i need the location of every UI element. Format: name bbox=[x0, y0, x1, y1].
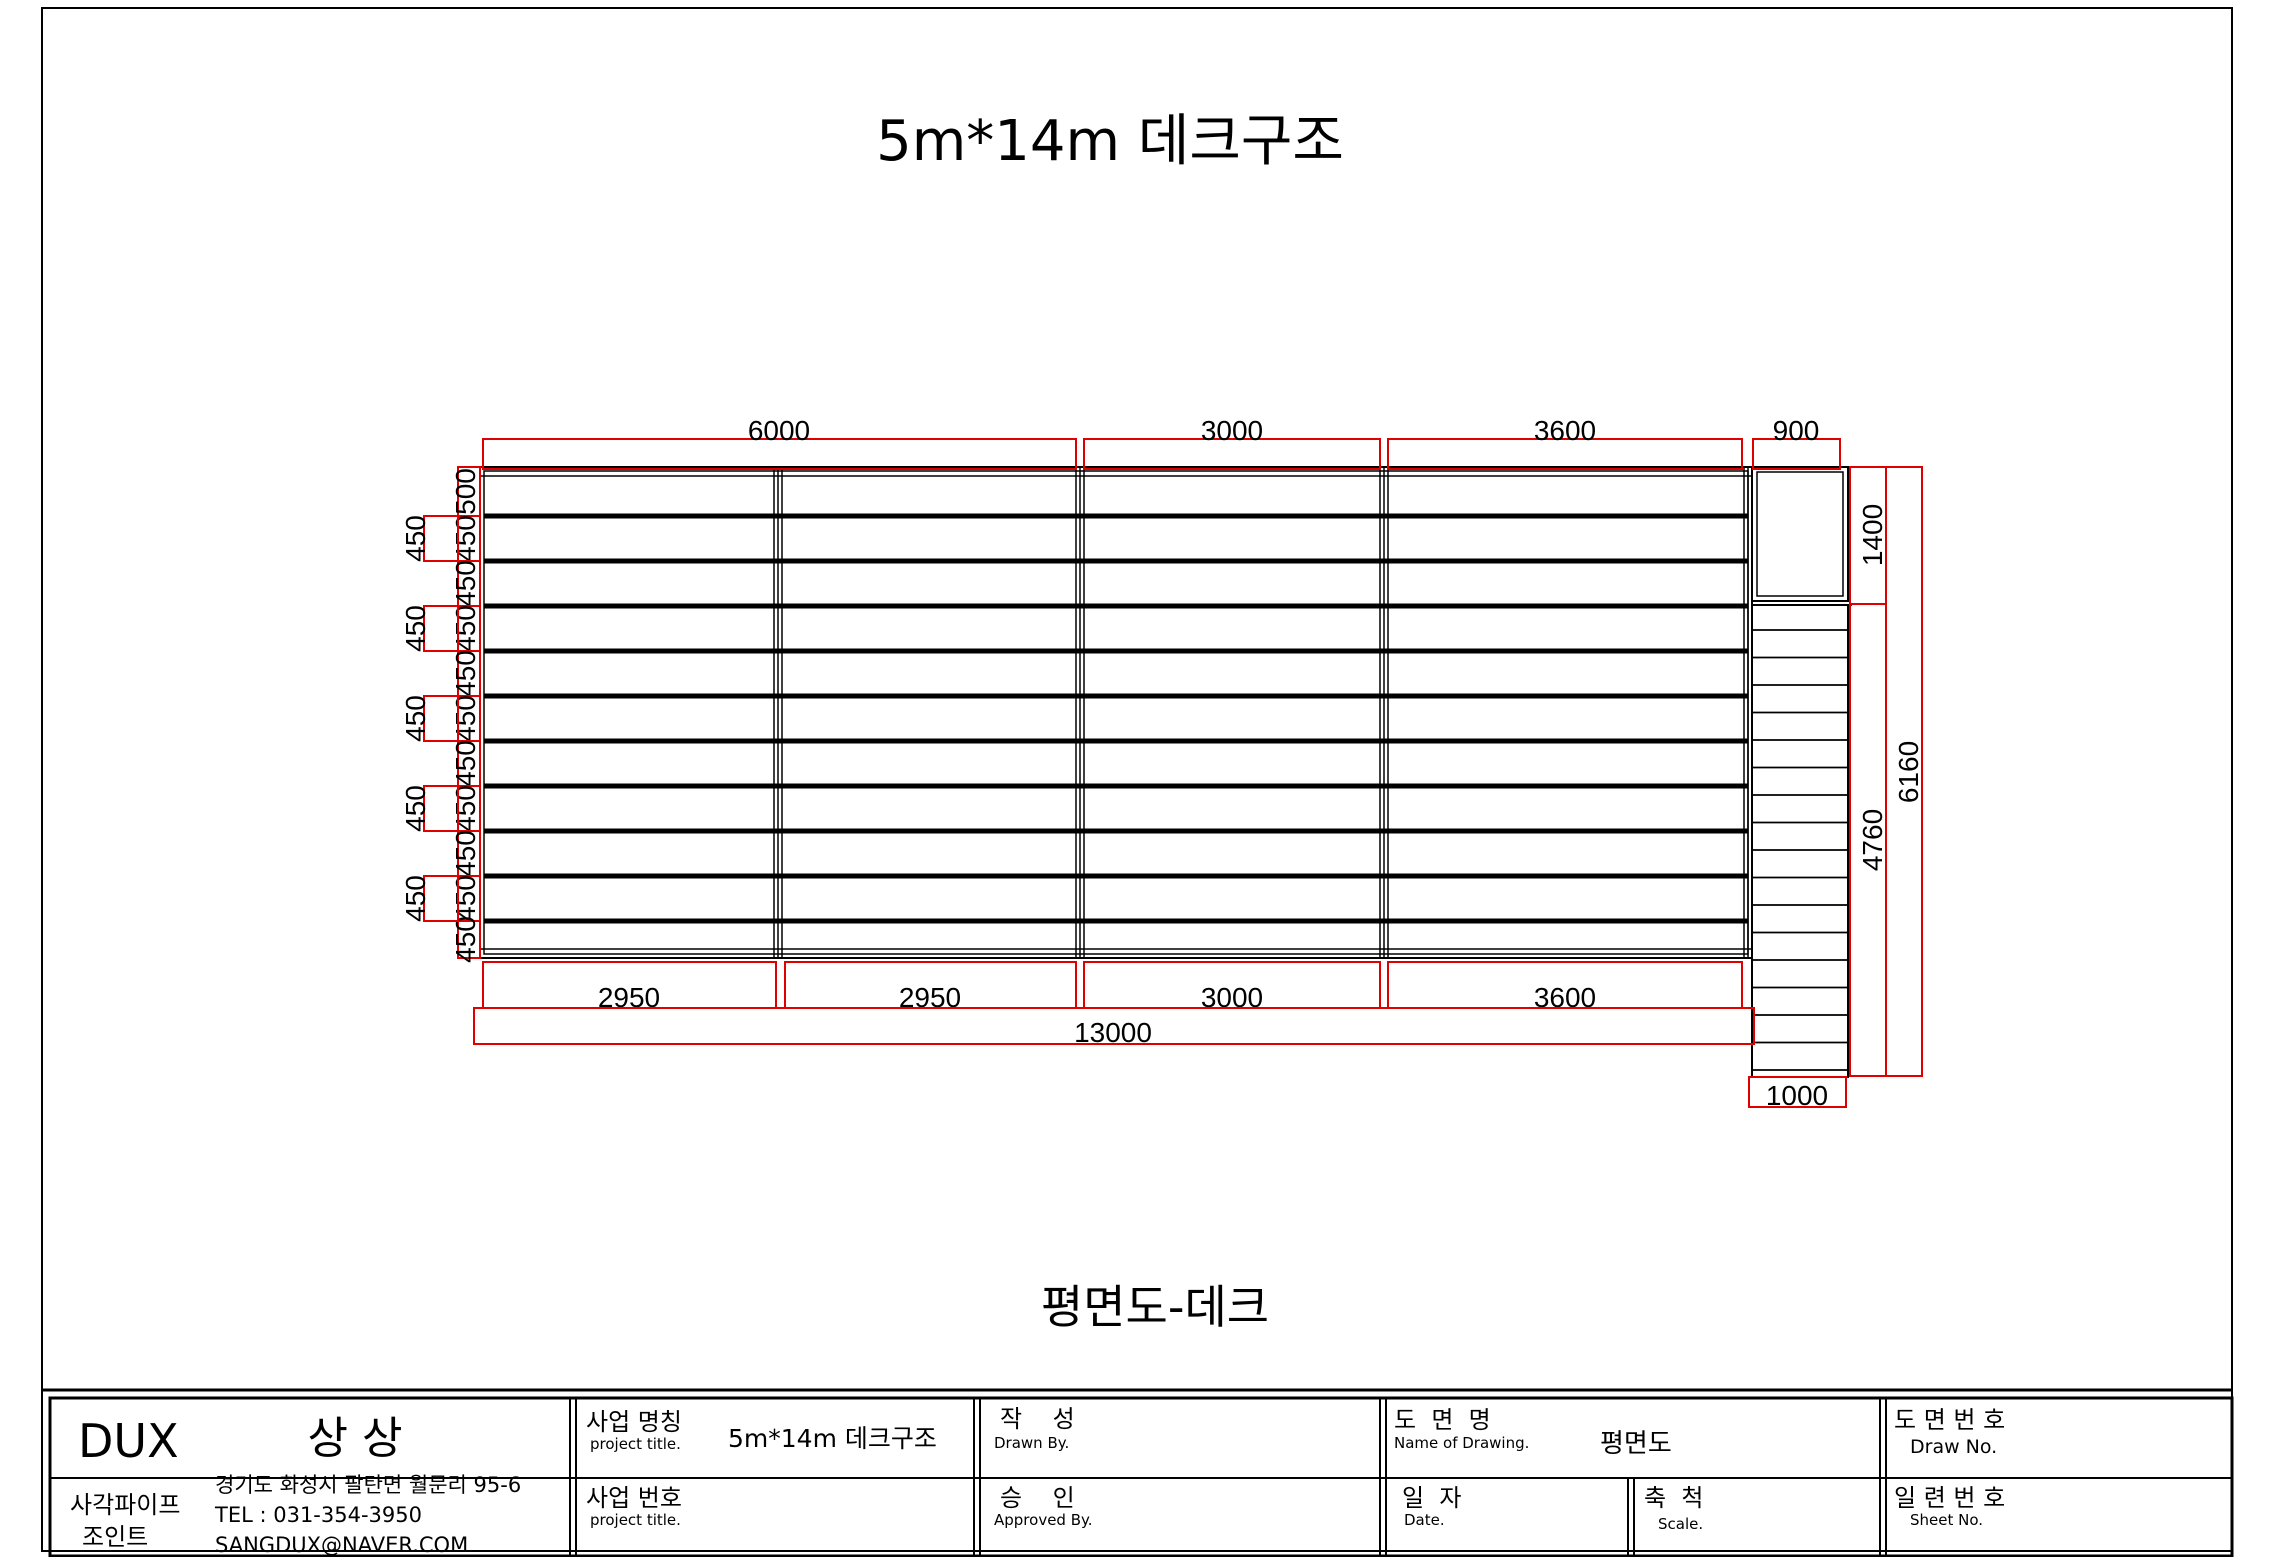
left-dim-outer-box bbox=[423, 875, 459, 922]
left-dim-outer-box bbox=[423, 605, 459, 652]
left-dim-outer-label: 450 bbox=[400, 605, 431, 652]
dim-top-2: 3000 bbox=[1201, 415, 1263, 446]
dim-right-lower: 4760 bbox=[1857, 809, 1888, 871]
company-tel: TEL : 031-354-3950 bbox=[214, 1503, 422, 1527]
date-en: Date. bbox=[1404, 1511, 1445, 1529]
approved-label: 승 인 bbox=[1000, 1484, 1075, 1512]
company-address: 경기도 화성시 팔탄면 월문리 95-6 bbox=[215, 1473, 521, 1497]
dim-right-total: 6160 bbox=[1893, 741, 1924, 803]
draw-no-label: 도 면 번 호 bbox=[1894, 1406, 2005, 1434]
project-name-value: 5m*14m 데크구조 bbox=[728, 1424, 937, 1453]
left-dim-label: 450 bbox=[450, 740, 481, 787]
left-dim-outer-box bbox=[423, 785, 459, 832]
left-dim-label: 450 bbox=[450, 830, 481, 877]
deck-structure bbox=[457, 466, 1852, 1078]
project-name-en: project title. bbox=[590, 1435, 681, 1453]
approved-en: Approved By. bbox=[994, 1511, 1093, 1529]
dim-top-4: 900 bbox=[1773, 415, 1820, 446]
date-label: 일 자 bbox=[1402, 1484, 1461, 1512]
dim-overall-width: 13000 bbox=[1074, 1017, 1152, 1048]
left-dim-outer-box bbox=[423, 515, 459, 562]
drawn-label: 작 성 bbox=[1000, 1405, 1075, 1433]
left-dim-label: 450 bbox=[450, 785, 481, 832]
left-dim-outer-label: 450 bbox=[400, 695, 431, 742]
company-name-kr: 상 상 bbox=[308, 1413, 403, 1464]
landing-box bbox=[1751, 466, 1849, 602]
dim-top-3: 3600 bbox=[1534, 415, 1596, 446]
drawing-name-value: 평면도 bbox=[1600, 1429, 1672, 1459]
drawing-name-label: 도 면 명 bbox=[1394, 1406, 1491, 1434]
drawing-title: 5m*14m 데크구조 bbox=[876, 109, 1344, 174]
sheet-no-label: 일 련 번 호 bbox=[1894, 1484, 2005, 1512]
left-dim-outer-box bbox=[423, 695, 459, 742]
left-dimensions: 5004504504504504504504504504504504504504… bbox=[400, 466, 481, 963]
scale-en: Scale. bbox=[1658, 1515, 1703, 1533]
landing-box-inner bbox=[1756, 471, 1844, 597]
scale-label: 축 척 bbox=[1644, 1484, 1703, 1512]
left-dim-outer-label: 450 bbox=[400, 875, 431, 922]
left-dim-outer-label: 450 bbox=[400, 785, 431, 832]
dim-right-top: 1400 bbox=[1857, 504, 1888, 566]
company-name: DUX bbox=[78, 1414, 179, 1468]
drawn-en: Drawn By. bbox=[994, 1434, 1069, 1452]
left-dim-label: 450 bbox=[450, 916, 481, 963]
company-email: SANGDUX@NAVER.COM bbox=[215, 1533, 468, 1557]
deck-frame-inner bbox=[483, 470, 1749, 955]
left-dim-label: 450 bbox=[450, 515, 481, 562]
deck-frame-outer bbox=[479, 466, 1753, 959]
left-dim-label: 450 bbox=[450, 560, 481, 607]
draw-no-en: Draw No. bbox=[1910, 1436, 1997, 1458]
left-dim-label: 450 bbox=[450, 605, 481, 652]
title-block: DUX 상 상 사각파이프 조인트 경기도 화성시 팔탄면 월문리 95-6 T… bbox=[42, 1388, 2234, 1557]
project-no-label: 사업 번호 bbox=[586, 1484, 682, 1512]
stair-frame bbox=[1751, 604, 1849, 1078]
drawing-name-en: Name of Drawing. bbox=[1394, 1434, 1529, 1452]
project-name-label: 사업 명칭 bbox=[586, 1408, 682, 1436]
left-dim-label: 450 bbox=[450, 695, 481, 742]
sheet-no-en: Sheet No. bbox=[1910, 1511, 1983, 1529]
left-dim-outer-label: 450 bbox=[400, 515, 431, 562]
drawing-subtitle: 평면도-데크 bbox=[1041, 1280, 1269, 1334]
left-dim-label: 450 bbox=[450, 650, 481, 697]
left-dim-label: 450 bbox=[450, 875, 481, 922]
dim-top-1: 6000 bbox=[748, 415, 810, 446]
left-dim-label: 500 bbox=[450, 468, 481, 515]
project-no-en: project title. bbox=[590, 1511, 681, 1529]
company-sub-1: 사각파이프 bbox=[70, 1491, 180, 1519]
dimensions: 6000 3000 3600 900 2950 2950 3000 3600 1… bbox=[473, 415, 1924, 1111]
sheet-border bbox=[41, 7, 2233, 1552]
company-sub-2: 조인트 bbox=[82, 1523, 148, 1551]
dim-stair-width: 1000 bbox=[1766, 1080, 1828, 1111]
